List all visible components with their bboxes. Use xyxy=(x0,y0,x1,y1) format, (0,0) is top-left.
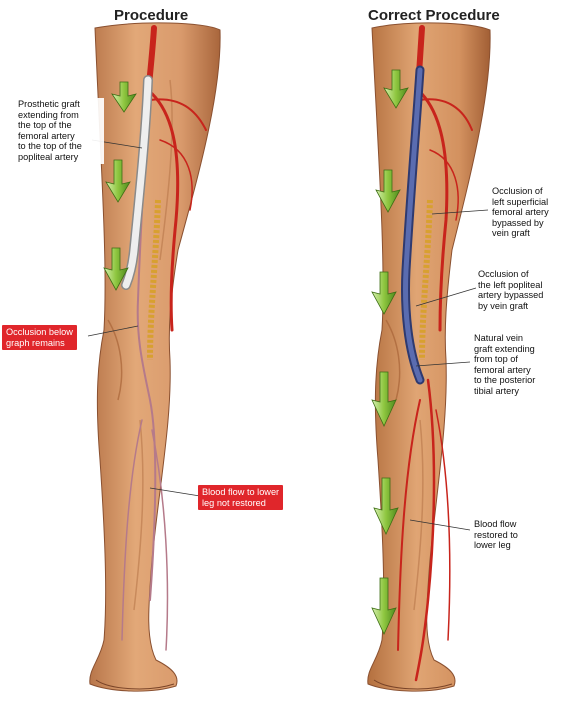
arrow-icon xyxy=(371,271,397,315)
arrow-icon xyxy=(371,577,397,635)
occlusion-popliteal-callout: Occlusion of the left popliteal artery b… xyxy=(476,268,568,313)
arrow-icon xyxy=(371,371,397,427)
correct-procedure-title: Correct Procedure xyxy=(368,7,500,24)
arrow-icon xyxy=(383,69,409,109)
arrow-icon xyxy=(111,81,137,113)
left-plaque xyxy=(147,199,161,361)
right-leg xyxy=(367,22,491,692)
occlusion-below-callout: Occlusion below graph remains xyxy=(2,325,77,351)
flow-arrows xyxy=(103,69,409,635)
blood-flow-not-restored-callout: Blood flow to lower leg not restored xyxy=(198,485,284,511)
left-leg xyxy=(89,22,221,692)
prosthetic-graft-callout: Prosthetic graft extending from the top … xyxy=(16,98,104,164)
right-plaque xyxy=(419,199,433,361)
procedure-title: Procedure xyxy=(114,7,189,24)
blood-flow-restored-callout: Blood flow restored to lower leg xyxy=(472,518,548,552)
left-arteries xyxy=(121,25,207,651)
arrow-icon xyxy=(105,159,131,203)
arrow-icon xyxy=(375,169,401,213)
natural-vein-graft-callout: Natural vein graft extending from top of… xyxy=(472,332,566,398)
occlusion-sfa-callout: Occlusion of left superficial femoral ar… xyxy=(490,185,568,240)
arrow-icon xyxy=(103,247,129,291)
arrow-icon xyxy=(373,477,399,535)
